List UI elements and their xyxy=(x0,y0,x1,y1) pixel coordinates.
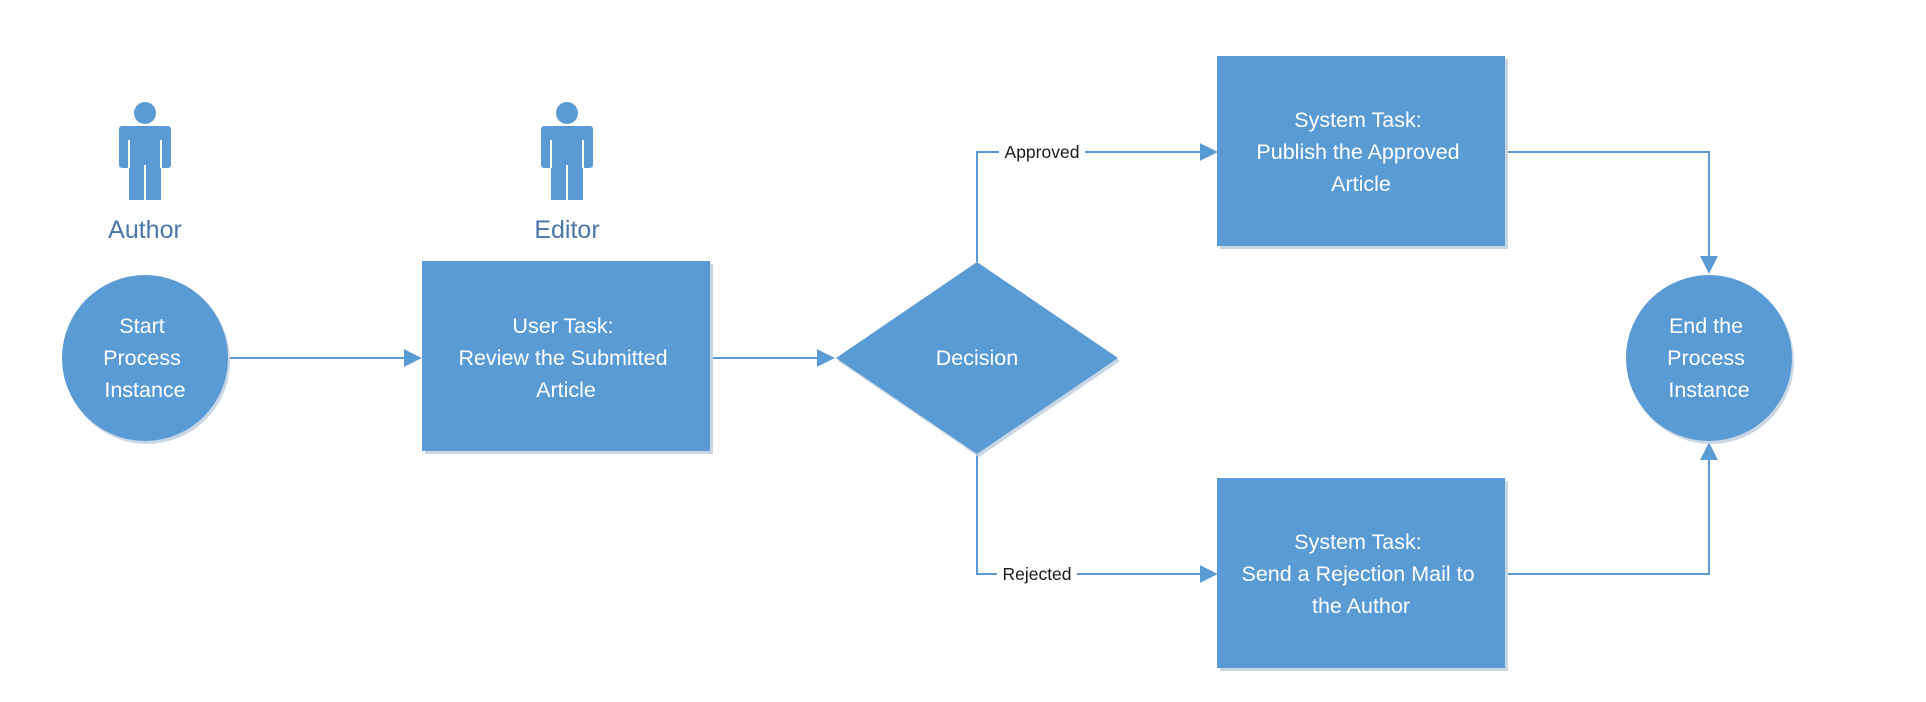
node-label-line: Article xyxy=(1331,172,1391,196)
node-label-line: Review the Submitted xyxy=(458,346,667,370)
node-label: User Task: Review the Submitted Article xyxy=(458,314,673,402)
node-label-line: End the xyxy=(1669,314,1743,338)
edge-label: Approved xyxy=(1005,142,1080,162)
node-end: End the Process Instance xyxy=(1626,275,1794,444)
node-decision: Decision xyxy=(836,262,1120,457)
node-publish: System Task: Publish the Approved Articl… xyxy=(1217,56,1508,249)
edge-publish-to-end xyxy=(1504,151,1718,274)
person-icon xyxy=(119,102,171,200)
edge-label: Rejected xyxy=(1002,564,1071,584)
actor-editor: Editor xyxy=(534,102,600,244)
edge-decision-to-reject xyxy=(976,454,1218,583)
node-label: Decision xyxy=(936,346,1018,370)
edge-decision-to-publish xyxy=(976,143,1218,262)
node-reject: System Task: Send a Rejection Mail to th… xyxy=(1217,478,1508,671)
node-label-line: System Task: xyxy=(1294,530,1421,554)
node-label-line: Publish the Approved xyxy=(1256,140,1459,164)
node-label: Start Process Instance xyxy=(103,314,187,402)
node-label-line: Send a Rejection Mail to xyxy=(1241,562,1474,586)
node-label-line: Process xyxy=(103,346,181,370)
node-review: User Task: Review the Submitted Article xyxy=(422,261,713,454)
edge-label-rejected: Rejected xyxy=(997,563,1077,585)
node-label-line: Article xyxy=(536,378,596,402)
node-label: System Task: Send a Rejection Mail to th… xyxy=(1241,530,1480,618)
actor-author: Author xyxy=(108,102,182,244)
node-start: Start Process Instance xyxy=(62,275,230,444)
node-label-line: User Task: xyxy=(512,314,613,338)
node-label: End the Process Instance xyxy=(1667,314,1751,402)
actor-label: Editor xyxy=(534,216,599,244)
node-label-line: Process xyxy=(1667,346,1745,370)
edge-label-approved: Approved xyxy=(999,141,1085,163)
edges xyxy=(228,143,1718,583)
person-icon xyxy=(541,102,593,200)
node-label-line: Start xyxy=(119,314,164,338)
edge-reject-to-end xyxy=(1504,442,1718,575)
node-label-line: System Task: xyxy=(1294,108,1421,132)
node-label-line: the Author xyxy=(1312,594,1410,618)
node-label: System Task: Publish the Approved Articl… xyxy=(1256,108,1465,196)
actor-label: Author xyxy=(108,216,182,244)
node-label-line: Decision xyxy=(936,346,1018,370)
node-label-line: Instance xyxy=(1668,378,1749,402)
node-label-line: Instance xyxy=(104,378,185,402)
